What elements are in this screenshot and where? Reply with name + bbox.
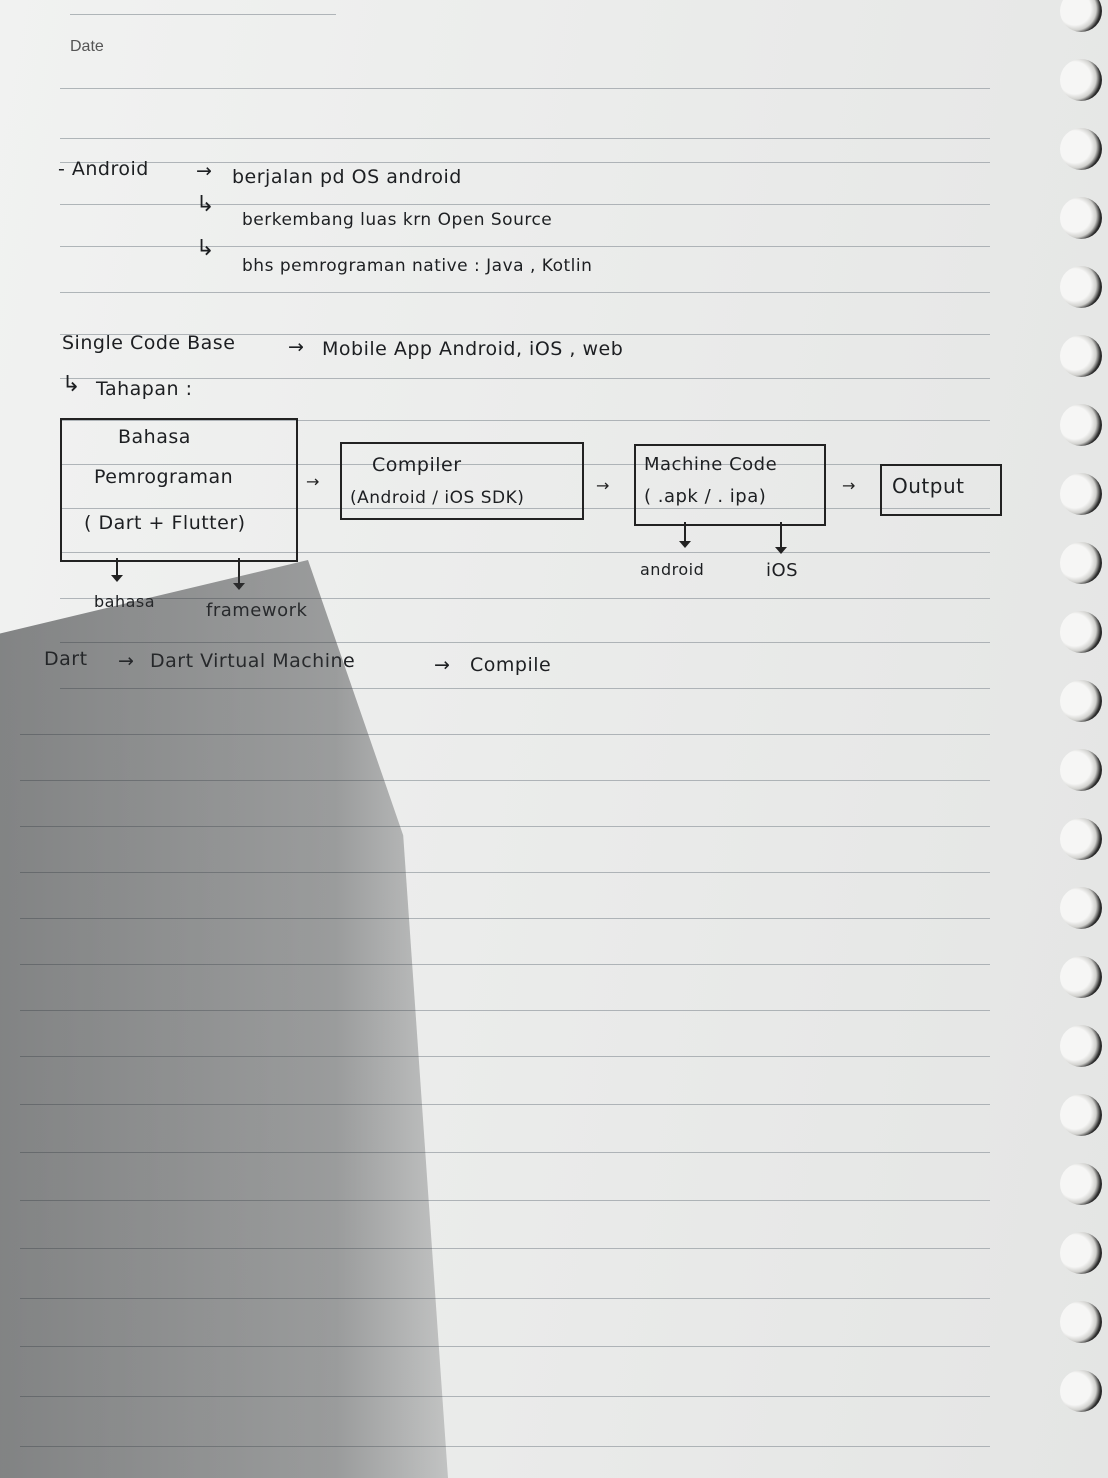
binder-ring-icon — [1060, 473, 1102, 515]
down-arrow-icon — [233, 558, 245, 590]
ruled-line — [20, 1104, 990, 1105]
binder-ring-icon — [1060, 1163, 1102, 1205]
single-code-base: Single Code Base — [62, 332, 236, 354]
ruled-line — [20, 1056, 990, 1057]
tahapan-label: Tahapan : — [96, 378, 193, 400]
android-point-3: bhs pemrograman native : Java , Kotlin — [242, 256, 593, 276]
box2-line1: Compiler — [372, 454, 462, 476]
ruled-line — [20, 918, 990, 919]
spiral-binding — [1048, 0, 1108, 1478]
box3-line1: Machine Code — [644, 454, 778, 475]
dart-vm-label: Dart Virtual Machine — [150, 650, 356, 672]
binder-ring-icon — [1060, 266, 1102, 308]
box1-line1: Bahasa — [118, 426, 191, 448]
machine-code-box — [634, 444, 826, 526]
binder-ring-icon — [1060, 1232, 1102, 1274]
ruled-line — [20, 1010, 990, 1011]
binder-ring-icon — [1060, 611, 1102, 653]
label-android: android — [640, 560, 705, 579]
ruled-line — [60, 378, 990, 379]
ruled-line — [20, 1200, 990, 1201]
binder-ring-icon — [1060, 749, 1102, 791]
ruled-line — [60, 598, 990, 599]
android-point-1: berjalan pd OS android — [232, 166, 462, 188]
branch-arrow-icon: ↳ — [196, 192, 215, 217]
arrow-icon: → — [288, 336, 305, 358]
binder-ring-icon — [1060, 1370, 1102, 1412]
binder-ring-icon — [1060, 818, 1102, 860]
ruled-line — [60, 688, 990, 689]
binder-ring-icon — [1060, 59, 1102, 101]
down-arrow-icon — [111, 558, 123, 582]
arrow-icon: → — [434, 654, 451, 676]
binder-ring-icon — [1060, 128, 1102, 170]
box1-line2: Pemrograman — [94, 466, 234, 488]
binder-ring-icon — [1060, 335, 1102, 377]
label-ios: iOS — [766, 560, 799, 581]
down-arrow-icon — [775, 522, 787, 554]
down-arrow-icon — [679, 522, 691, 548]
ruled-line — [60, 420, 990, 421]
binder-ring-icon — [1060, 404, 1102, 446]
binder-ring-icon — [1060, 542, 1102, 584]
ruled-line — [20, 826, 990, 827]
ruled-line — [20, 734, 990, 735]
binder-ring-icon — [1060, 956, 1102, 998]
ruled-line — [20, 780, 990, 781]
compiler-box — [340, 442, 584, 520]
ruled-line — [60, 88, 990, 89]
single-code-targets: Mobile App Android, iOS , web — [322, 338, 624, 360]
ruled-line — [20, 1346, 990, 1347]
ruled-line — [70, 14, 336, 15]
ruled-line — [20, 1248, 990, 1249]
label-framework: framework — [206, 600, 308, 621]
binder-ring-icon — [1060, 197, 1102, 239]
arrow-icon: → — [196, 160, 213, 182]
binder-ring-icon — [1060, 680, 1102, 722]
output-box — [880, 464, 1002, 516]
ruled-line — [60, 246, 990, 247]
binder-ring-icon — [1060, 1094, 1102, 1136]
ruled-line — [60, 508, 990, 509]
ruled-line — [60, 642, 990, 643]
ruled-line — [60, 464, 990, 465]
binder-ring-icon — [1060, 887, 1102, 929]
android-point-2: berkembang luas krn Open Source — [242, 210, 553, 230]
ruled-line — [60, 138, 990, 139]
binder-ring-icon — [1060, 1025, 1102, 1067]
box1-line3: ( Dart + Flutter) — [84, 512, 246, 534]
binder-ring-icon — [1060, 1301, 1102, 1343]
arrow-icon: → — [306, 472, 320, 491]
ruled-line — [60, 162, 990, 163]
box2-line2: (Android / iOS SDK) — [350, 488, 525, 508]
box3-line2: ( .apk / . ipa) — [644, 486, 767, 507]
branch-arrow-icon: ↳ — [196, 236, 215, 261]
ruled-line — [60, 204, 990, 205]
ruled-line — [60, 552, 990, 553]
branch-arrow-icon: ↳ — [62, 372, 81, 397]
ruled-line — [60, 334, 990, 335]
ruled-line — [20, 872, 990, 873]
hand-shadow — [0, 560, 448, 1478]
binder-ring-icon — [1060, 0, 1102, 32]
arrow-icon: → — [596, 476, 610, 495]
dart-label: Dart — [44, 648, 88, 670]
arrow-icon: → — [842, 476, 856, 495]
android-title: - Android — [58, 158, 149, 180]
label-bahasa: bahasa — [94, 592, 156, 611]
date-label: Date — [70, 38, 104, 55]
compile-label: Compile — [470, 654, 552, 676]
ruled-line — [20, 1396, 990, 1397]
ruled-line — [20, 1446, 990, 1447]
ruled-line — [60, 292, 990, 293]
arrow-icon: → — [118, 650, 135, 672]
box4-line1: Output — [892, 474, 965, 498]
ruled-line — [20, 1298, 990, 1299]
ruled-line — [20, 964, 990, 965]
ruled-line — [20, 1152, 990, 1153]
